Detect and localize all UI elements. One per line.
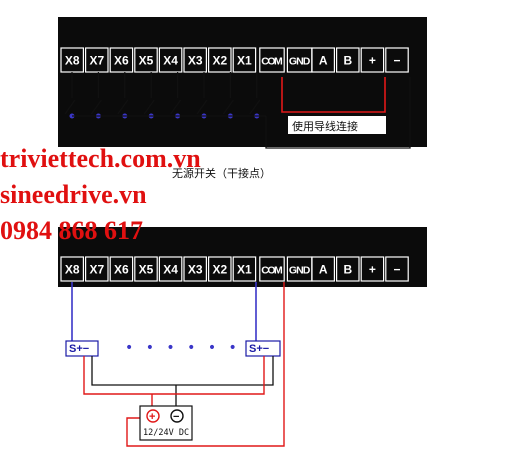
bottom-terminal-label: COM bbox=[261, 265, 283, 277]
bottom-terminal-x4: X4 bbox=[158, 256, 183, 282]
bottom-terminal-x5: X5 bbox=[134, 256, 158, 282]
bottom-terminal-label: X3 bbox=[188, 263, 203, 277]
psu-label: 12/24V DC bbox=[143, 428, 189, 438]
bottom-terminal-x8: X8 bbox=[60, 256, 84, 282]
bottom-terminal-row: X8 X7 X6 X5 X4 X3 X2 X1 COM GND A B + − bbox=[60, 256, 409, 282]
top-terminal-x1: X1 bbox=[232, 47, 257, 73]
top-terminal-plus: + bbox=[360, 47, 385, 73]
top-terminal-label: X2 bbox=[212, 54, 227, 68]
bottom-terminal-plus: + bbox=[360, 256, 385, 282]
top-terminal-label: A bbox=[319, 54, 328, 68]
top-terminal-row: X8 X7 X6 X5 X4 X3 X2 X1 COM GND A B + − bbox=[60, 47, 409, 73]
top-terminal-x3: X3 bbox=[183, 47, 207, 73]
top-terminal-label: COM bbox=[261, 56, 283, 68]
switch-caption: 无源开关（干接点） bbox=[172, 166, 271, 180]
top-terminal-x8: X8 bbox=[60, 47, 84, 73]
top-terminal-label: X8 bbox=[65, 54, 80, 68]
bottom-terminal-label: A bbox=[319, 263, 328, 277]
wire-label-bg bbox=[288, 116, 386, 134]
dry-contact-switch bbox=[170, 72, 182, 119]
top-terminal-x7: X7 bbox=[84, 47, 109, 73]
bottom-terminal-a: A bbox=[311, 256, 335, 282]
top-terminal-com: COM bbox=[259, 47, 285, 73]
top-terminal-x4: X4 bbox=[158, 47, 183, 73]
sensor-ellipsis: • • • • • • bbox=[125, 340, 241, 356]
bottom-terminal-b: B bbox=[336, 256, 360, 282]
bottom-terminal-x6: X6 bbox=[109, 256, 134, 282]
bottom-terminal-x2: X2 bbox=[208, 256, 232, 282]
bottom-terminal-gnd: GND bbox=[286, 256, 313, 282]
bottom-terminal-label: X7 bbox=[89, 263, 104, 277]
top-terminal-label: X6 bbox=[114, 54, 129, 68]
top-terminal-label: X1 bbox=[237, 54, 252, 68]
bottom-terminal-x3: X3 bbox=[183, 256, 207, 282]
top-diagram: X8 X7 X6 X5 X4 X3 X2 X1 COM GND A B + − 使用导线连接 无源开关（干… bbox=[58, 17, 427, 180]
bottom-terminal-x1: X1 bbox=[232, 256, 257, 282]
bottom-terminal-x7: X7 bbox=[84, 256, 109, 282]
top-terminal-b: B bbox=[336, 47, 360, 73]
top-terminal-label: GND bbox=[289, 56, 311, 68]
top-terminal-gnd: GND bbox=[286, 47, 313, 73]
dry-contact-switch bbox=[64, 72, 76, 119]
top-terminal-a: A bbox=[311, 47, 335, 73]
sensor-positive-bus bbox=[83, 356, 265, 395]
bottom-terminal-label: X4 bbox=[163, 263, 178, 277]
com-to-plus-red-wire bbox=[281, 77, 386, 113]
top-terminal-x2: X2 bbox=[208, 47, 232, 73]
top-terminal-label: X5 bbox=[139, 54, 154, 68]
psu-plus-symbol: + bbox=[149, 411, 155, 423]
bottom-diagram: X8 X7 X6 X5 X4 X3 X2 X1 COM GND A B + − S+− S+− • • •… bbox=[58, 227, 427, 447]
watermark-line-1: triviettech.com.vn bbox=[0, 144, 201, 173]
bottom-terminal-label: + bbox=[369, 263, 376, 277]
top-terminal-label: − bbox=[393, 54, 400, 68]
psu-minus-terminal-icon bbox=[170, 409, 184, 423]
power-supply: + − 12/24V DC bbox=[139, 405, 193, 441]
top-terminal-label: + bbox=[369, 54, 376, 68]
bottom-terminal-label: GND bbox=[289, 265, 311, 277]
com-red-wire bbox=[126, 282, 285, 447]
sensor-negative-bus bbox=[91, 356, 274, 386]
sensor-left-label: S+− bbox=[69, 343, 89, 355]
bottom-terminal-com: COM bbox=[259, 256, 285, 282]
dry-contact-switches bbox=[64, 72, 261, 119]
bottom-terminal-label: − bbox=[393, 263, 400, 277]
watermark-line-2: sineedrive.vn bbox=[0, 180, 147, 209]
bottom-terminal-label: X6 bbox=[114, 263, 129, 277]
bottom-terminal-label: B bbox=[343, 263, 352, 277]
minus-return-wire bbox=[265, 77, 411, 149]
psu-minus-symbol: − bbox=[173, 411, 179, 423]
watermark-line-3: 0984 868 617 bbox=[0, 216, 143, 245]
dry-contact-switch bbox=[196, 72, 208, 119]
top-terminal-x5: X5 bbox=[134, 47, 158, 73]
dry-contact-switch bbox=[143, 72, 155, 119]
top-terminal-label: X7 bbox=[89, 54, 104, 68]
sensor-right: S+− bbox=[245, 340, 281, 357]
top-terminal-label: B bbox=[343, 54, 352, 68]
top-terminal-label: X4 bbox=[163, 54, 178, 68]
top-terminal-label: X3 bbox=[188, 54, 203, 68]
bottom-terminal-label: X5 bbox=[139, 263, 154, 277]
sensor-right-label: S+− bbox=[249, 343, 269, 355]
bottom-terminal-label: X8 bbox=[65, 263, 80, 277]
bottom-terminal-label: X1 bbox=[237, 263, 252, 277]
top-terminal-minus: − bbox=[385, 47, 409, 73]
bottom-terminal-minus: − bbox=[385, 256, 409, 282]
sensor-left: S+− bbox=[65, 340, 99, 357]
wire-label: 使用导线连接 bbox=[292, 119, 358, 133]
top-terminal-x6: X6 bbox=[109, 47, 134, 73]
psu-plus-terminal-icon bbox=[146, 409, 160, 423]
bottom-terminal-label: X2 bbox=[212, 263, 227, 277]
